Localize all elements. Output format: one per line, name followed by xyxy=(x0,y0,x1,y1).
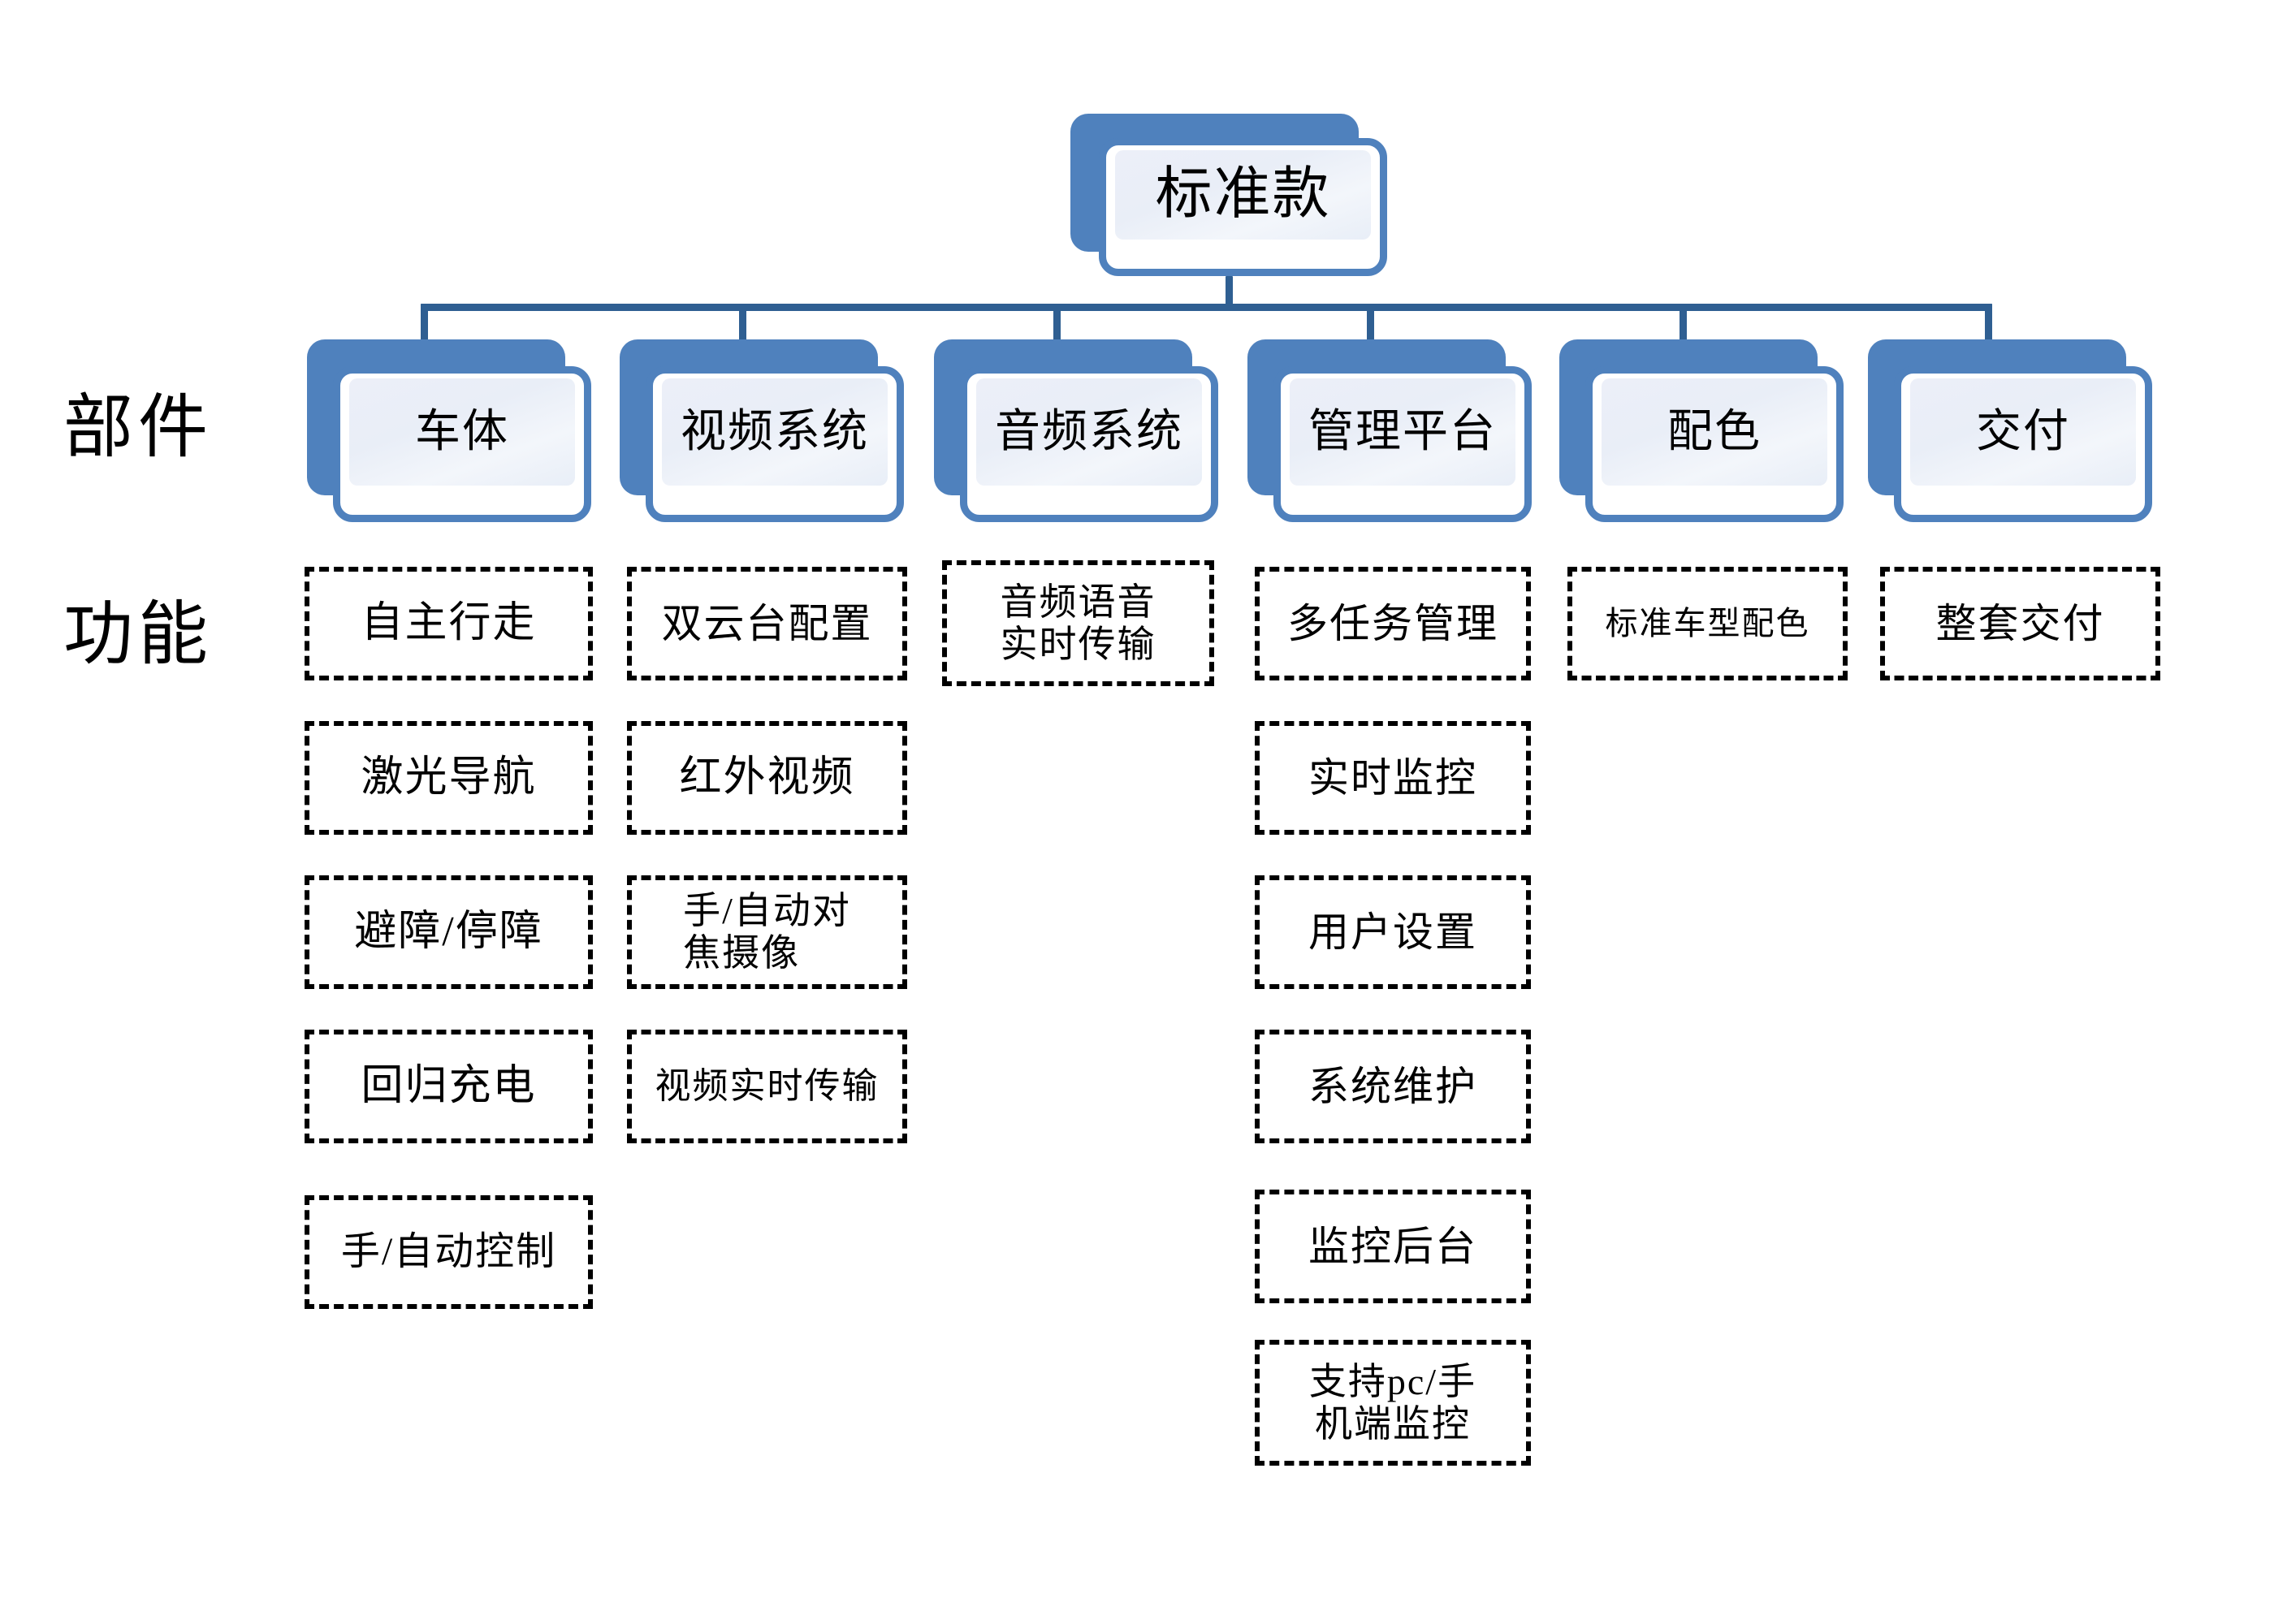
function-label: 激光导航 xyxy=(361,754,537,801)
function-box[interactable]: 回归充电 xyxy=(305,1030,593,1143)
function-label: 系统维护 xyxy=(1308,1064,1477,1109)
connector-drop-4 xyxy=(1367,304,1374,343)
node-inner: 车体 xyxy=(349,378,575,486)
function-label: 自主行走 xyxy=(361,599,537,646)
function-box[interactable]: 系统维护 xyxy=(1255,1030,1531,1143)
function-box[interactable]: 手/自动控制 xyxy=(305,1195,593,1309)
function-box[interactable]: 用户设置 xyxy=(1255,875,1531,989)
connector-drop-6 xyxy=(1985,304,1992,343)
node-card: 管理平台 xyxy=(1273,366,1532,522)
node-inner: 配色 xyxy=(1602,378,1827,486)
function-label: 监控后台 xyxy=(1308,1224,1477,1269)
function-label: 手/自动控制 xyxy=(340,1230,557,1274)
node-inner: 音频系统 xyxy=(976,378,1202,486)
connector-root-drop xyxy=(1226,276,1233,307)
function-label: 回归充电 xyxy=(361,1062,537,1109)
connector-drop-5 xyxy=(1680,304,1687,343)
function-box[interactable]: 实时监控 xyxy=(1255,721,1531,835)
node-component-vehicle-body[interactable]: 车体 xyxy=(307,339,591,522)
function-box[interactable]: 标准车型配色 xyxy=(1567,567,1848,680)
function-box[interactable]: 双云台配置 xyxy=(627,567,907,680)
node-inner: 视频系统 xyxy=(662,378,888,486)
node-inner: 管理平台 xyxy=(1290,378,1515,486)
node-component-delivery[interactable]: 交付 xyxy=(1868,339,2152,522)
node-component-label: 车体 xyxy=(415,407,509,457)
function-box[interactable]: 激光导航 xyxy=(305,721,593,835)
function-box[interactable]: 手/自动对 焦摄像 xyxy=(627,875,907,989)
node-root[interactable]: 标准款 xyxy=(1070,114,1387,276)
function-box[interactable]: 监控后台 xyxy=(1255,1190,1531,1303)
connector-drop-3 xyxy=(1053,304,1061,343)
row-label-components: 部件 xyxy=(63,388,213,466)
function-label: 整套交付 xyxy=(1935,601,2105,646)
node-component-label: 音频系统 xyxy=(995,407,1183,457)
function-label: 双云台配置 xyxy=(661,601,873,646)
function-box[interactable]: 自主行走 xyxy=(305,567,593,680)
node-component-audio-system[interactable]: 音频系统 xyxy=(934,339,1218,522)
function-label: 避障/停障 xyxy=(354,908,543,955)
node-card: 交付 xyxy=(1894,366,2152,522)
function-label: 音频语音 实时传输 xyxy=(1000,581,1156,665)
function-label: 手/自动对 焦摄像 xyxy=(683,890,851,974)
node-component-management-platform[interactable]: 管理平台 xyxy=(1247,339,1532,522)
node-root-label: 标准款 xyxy=(1155,163,1331,226)
function-box[interactable]: 视频实时传输 xyxy=(627,1030,907,1143)
row-label-functions: 功能 xyxy=(63,595,213,673)
connector-horizontal-bus xyxy=(421,304,1992,311)
function-label: 标准车型配色 xyxy=(1605,604,1810,641)
function-label: 实时监控 xyxy=(1308,755,1477,801)
function-box[interactable]: 避障/停障 xyxy=(305,875,593,989)
node-root-inner: 标准款 xyxy=(1115,150,1371,240)
node-card: 车体 xyxy=(333,366,591,522)
node-component-label: 配色 xyxy=(1667,407,1762,457)
node-card: 音频系统 xyxy=(960,366,1218,522)
function-box[interactable]: 多任务管理 xyxy=(1255,567,1531,680)
node-inner: 交付 xyxy=(1910,378,2136,486)
function-label: 红外视频 xyxy=(679,754,855,801)
function-label: 支持pc/手 机端监控 xyxy=(1308,1360,1477,1445)
function-box[interactable]: 音频语音 实时传输 xyxy=(942,560,1214,686)
node-root-card: 标准款 xyxy=(1099,138,1387,276)
function-label: 多任务管理 xyxy=(1287,601,1498,646)
function-box[interactable]: 红外视频 xyxy=(627,721,907,835)
node-card: 视频系统 xyxy=(646,366,904,522)
node-component-color-scheme[interactable]: 配色 xyxy=(1559,339,1844,522)
connector-drop-2 xyxy=(739,304,746,343)
function-label: 用户设置 xyxy=(1308,909,1477,955)
connector-drop-1 xyxy=(421,304,428,343)
node-component-label: 管理平台 xyxy=(1308,407,1497,457)
node-component-label: 交付 xyxy=(1976,407,2070,457)
function-label: 视频实时传输 xyxy=(655,1066,880,1107)
node-card: 配色 xyxy=(1585,366,1844,522)
node-component-video-system[interactable]: 视频系统 xyxy=(620,339,904,522)
function-box[interactable]: 支持pc/手 机端监控 xyxy=(1255,1340,1531,1466)
node-component-label: 视频系统 xyxy=(681,407,869,457)
function-box[interactable]: 整套交付 xyxy=(1880,567,2160,680)
